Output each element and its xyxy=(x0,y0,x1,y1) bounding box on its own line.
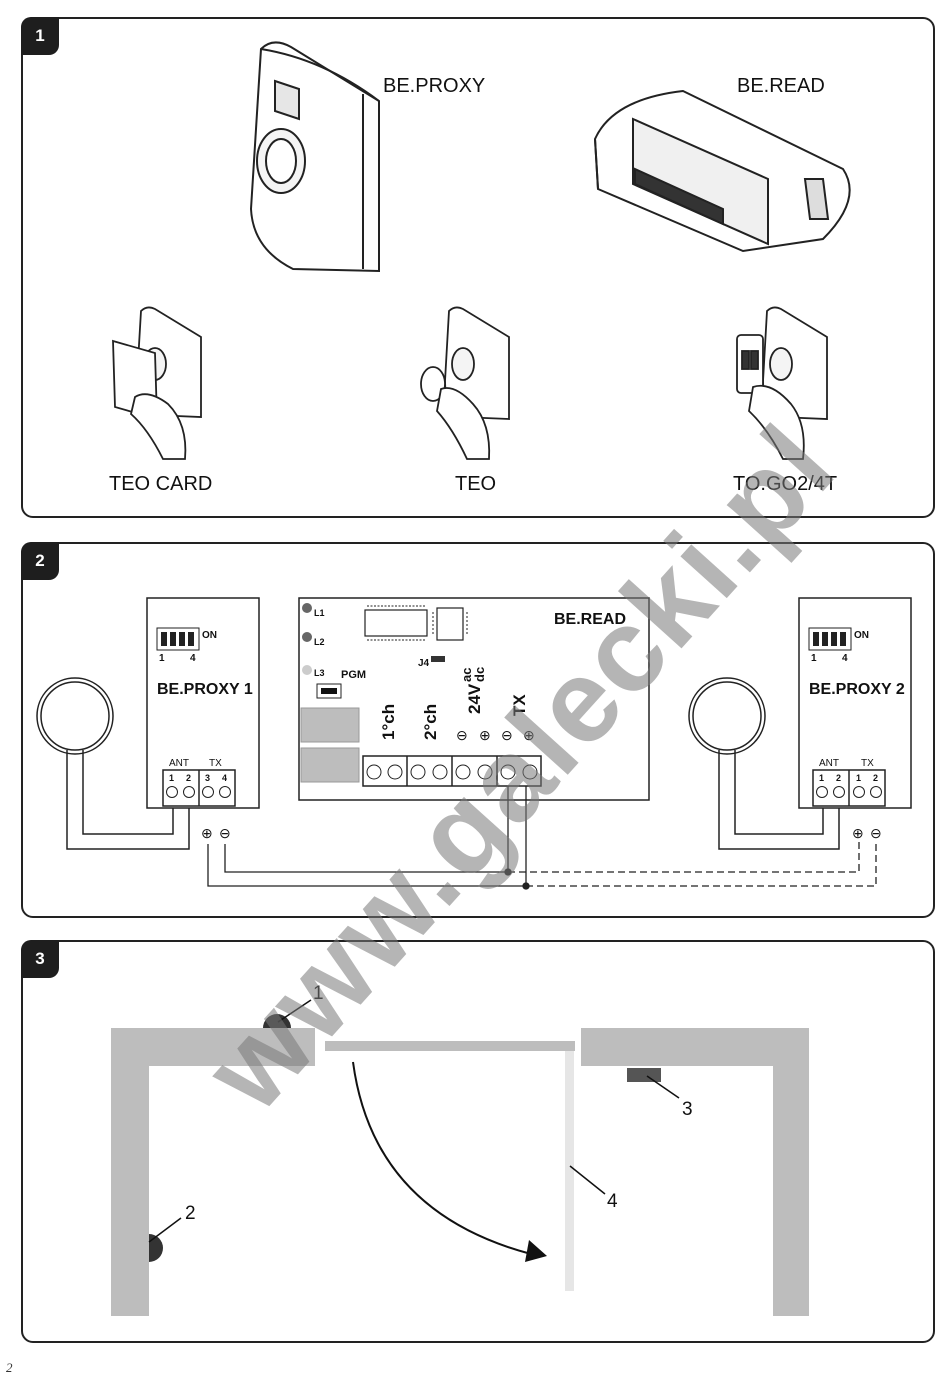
callout-4: 4 xyxy=(607,1191,618,1212)
opening-arc xyxy=(352,1061,532,1255)
dip2-on-label: ON xyxy=(854,630,869,641)
pgm-label: PGM xyxy=(341,669,366,681)
term2-2: 2 xyxy=(836,773,841,783)
led-l1 xyxy=(302,603,312,613)
opening-arrow-head xyxy=(525,1240,547,1262)
dip-switch-2 xyxy=(808,627,852,651)
tx-plus: ⊕ xyxy=(523,727,535,743)
proxy2-plus: ⊕ xyxy=(852,825,864,841)
sliding-door-leaf xyxy=(325,1041,575,1051)
dc-label: dc xyxy=(472,667,487,682)
be-read-terminal-block xyxy=(362,755,542,787)
panel-2-drawing: ON 1 4 BE.PROXY 1 ANT TX 1 2 3 4 ⊕ ⊖ L1 … xyxy=(36,597,912,890)
ch1-label: 1°ch xyxy=(379,704,398,740)
proxy1-plus: ⊕ xyxy=(201,825,213,841)
led-l3-label: L3 xyxy=(314,668,325,678)
proxy1-minus: ⊖ xyxy=(219,825,231,841)
be-proxy-device-illustration xyxy=(249,41,380,273)
microchip-small xyxy=(432,607,468,641)
teo-card-illustration xyxy=(112,306,202,460)
led-l2-label: L2 xyxy=(314,637,325,647)
relay-1 xyxy=(300,707,360,743)
pwr-plus: ⊕ xyxy=(479,727,491,743)
be-proxy-2-terminal-block xyxy=(812,769,886,807)
tx-board-label: TX xyxy=(510,694,529,716)
be-proxy-1-terminal-block xyxy=(162,769,236,807)
led-l3 xyxy=(302,665,312,675)
togo-remote-illustration xyxy=(736,306,828,460)
panel-number-badge: 1 xyxy=(21,17,59,55)
panel-3-drawing: 1 2 3 4 xyxy=(111,983,809,1316)
panel-number-badge: 3 xyxy=(21,940,59,978)
panel-number-badge: 2 xyxy=(21,542,59,580)
microchip-large xyxy=(364,605,428,641)
j4-label: J4 xyxy=(418,658,430,669)
teo-remote-illustration xyxy=(420,306,510,460)
term-1: 1 xyxy=(169,773,174,783)
term-4: 4 xyxy=(222,773,227,783)
dip-on-label: ON xyxy=(202,630,217,641)
teo-label: TEO xyxy=(455,473,496,495)
panel-3-door-layout: 3 1 2 3 4 xyxy=(21,940,935,1343)
led-l1-label: L1 xyxy=(314,608,325,618)
pwr-minus: ⊖ xyxy=(456,727,468,743)
tx2-label: TX xyxy=(861,758,874,769)
dip-end-label: 4 xyxy=(190,653,196,664)
panel-2-wiring: 2 ON 1 4 BE.PROXY 1 ANT TX xyxy=(21,542,935,918)
dip-start-label: 1 xyxy=(159,653,165,664)
page-number: 2 xyxy=(6,1360,13,1375)
reader-2-marker xyxy=(149,1234,163,1262)
proxy2-minus: ⊖ xyxy=(870,825,882,841)
antenna-2 xyxy=(688,677,840,850)
panel-1-devices: 1 xyxy=(21,17,935,518)
module-3-marker xyxy=(627,1068,661,1082)
callout-2: 2 xyxy=(185,1203,196,1224)
term-2: 2 xyxy=(186,773,191,783)
photocell-beam xyxy=(565,1051,574,1291)
be-read-board-label: BE.READ xyxy=(554,611,626,628)
term2-1: 1 xyxy=(819,773,824,783)
be-read-label: BE.READ xyxy=(737,75,825,97)
ant2-label: ANT xyxy=(819,758,839,769)
dip2-end-label: 4 xyxy=(842,653,848,664)
teo-card-label: TEO CARD xyxy=(109,473,212,495)
term2-4: 2 xyxy=(873,773,878,783)
callout-1: 1 xyxy=(313,983,324,1004)
tx-minus: ⊖ xyxy=(501,727,513,743)
v24-label: 24V xyxy=(465,683,484,714)
be-proxy-2-label: BE.PROXY 2 xyxy=(809,681,905,698)
ac-label: ac xyxy=(459,668,474,682)
ant-label: ANT xyxy=(169,758,189,769)
be-proxy-1-label: BE.PROXY 1 xyxy=(157,681,253,698)
dip-switch-1 xyxy=(156,627,200,651)
dip2-start-label: 1 xyxy=(811,653,817,664)
callout-lines xyxy=(148,999,680,1243)
term2-3: 1 xyxy=(856,773,861,783)
right-wall xyxy=(581,1028,809,1316)
term-3: 3 xyxy=(205,773,210,783)
relay-2 xyxy=(300,747,360,783)
be-proxy-label: BE.PROXY xyxy=(383,75,485,97)
be-read-device-illustration xyxy=(593,89,851,253)
togo-label: TO.GO2/4T xyxy=(733,473,837,495)
callout-3: 3 xyxy=(682,1099,693,1120)
led-l2 xyxy=(302,632,312,642)
left-wall xyxy=(111,1028,315,1316)
antenna-1 xyxy=(36,677,190,850)
tx-label: TX xyxy=(209,758,222,769)
panel-1-drawing: BE.PROXY BE.READ TEO CARD TEO TO.GO2/4T xyxy=(109,41,851,495)
tx-bus-wires xyxy=(207,786,877,890)
ch2-label: 2°ch xyxy=(421,704,440,740)
j4-jumper xyxy=(431,656,445,662)
